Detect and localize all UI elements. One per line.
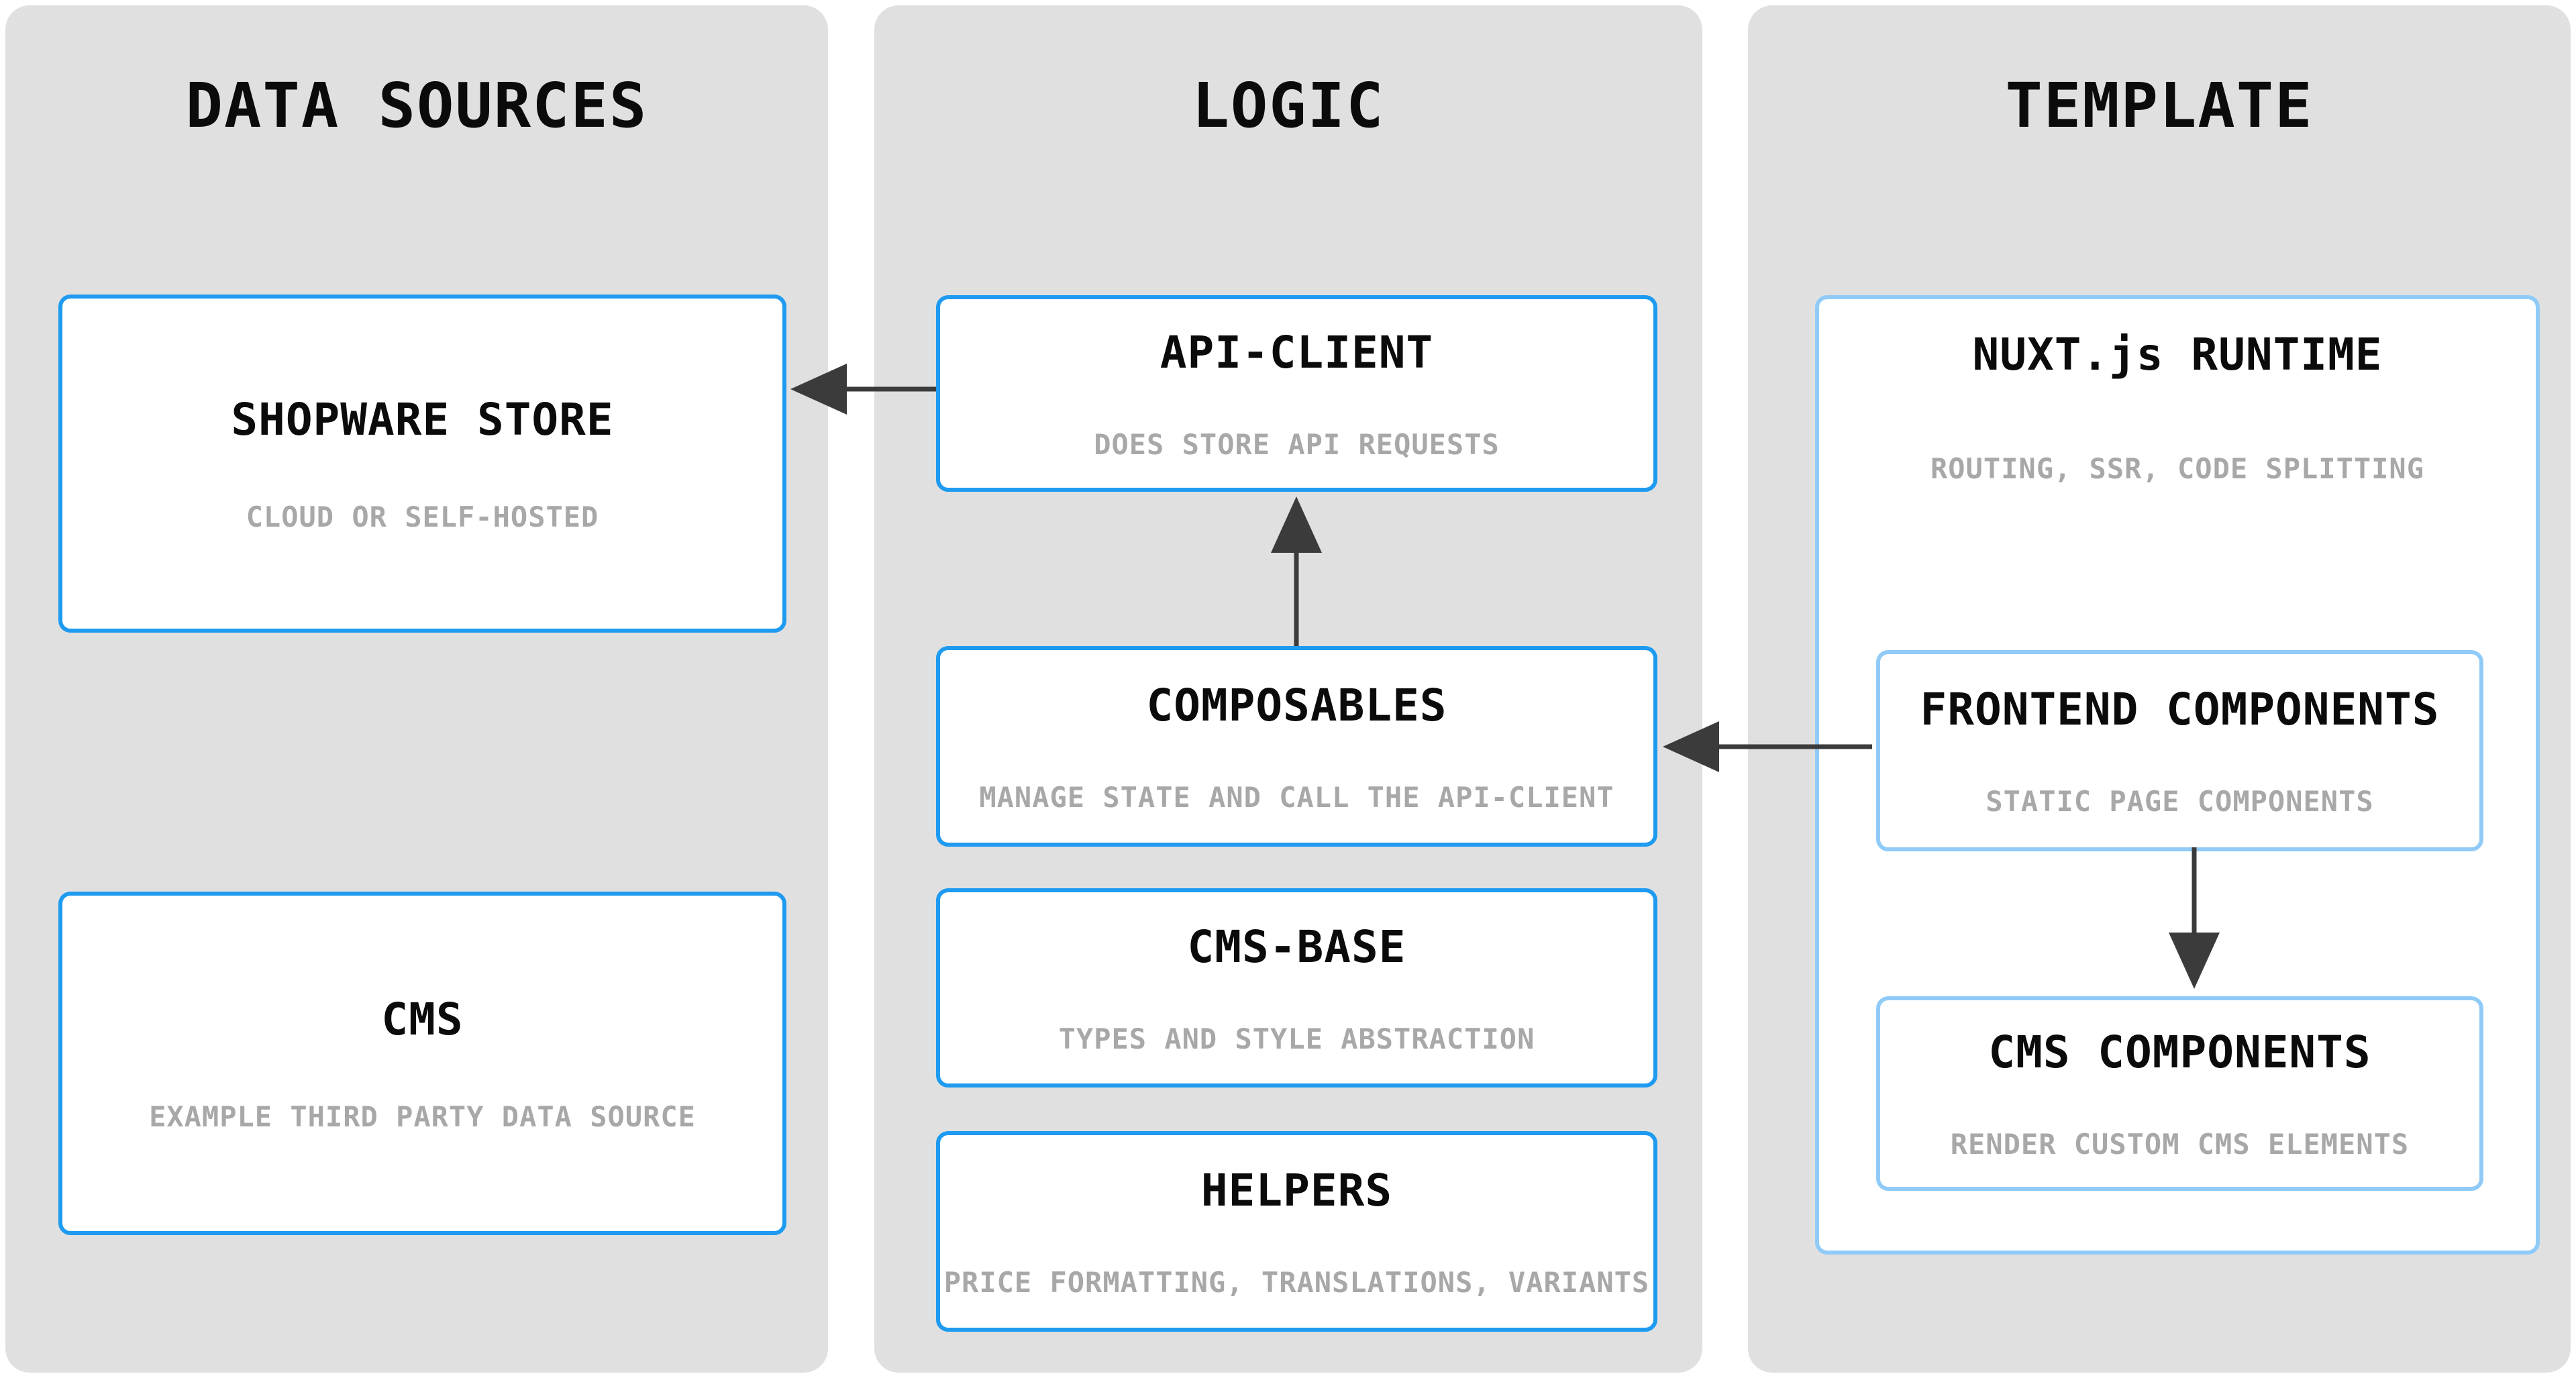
frontend-components-subtitle: STATIC PAGE COMPONENTS	[1986, 785, 2374, 818]
panel-template: TEMPLATE NUXT.js RUNTIME ROUTING, SSR, C…	[1748, 5, 2571, 1373]
box-helpers: HELPERS PRICE FORMATTING, TRANSLATIONS, …	[936, 1131, 1657, 1332]
panel-logic: LOGIC API-CLIENT DOES STORE API REQUESTS…	[874, 5, 1702, 1373]
cms-components-title: CMS COMPONENTS	[1988, 1026, 2371, 1078]
column-header-data-sources: DATA SOURCES	[185, 70, 648, 142]
cms-components-subtitle: RENDER CUSTOM CMS ELEMENTS	[1950, 1128, 2410, 1161]
cms-base-subtitle: TYPES AND STYLE ABSTRACTION	[1058, 1022, 1535, 1055]
frontend-components-title: FRONTEND COMPONENTS	[1920, 684, 2440, 735]
cms-base-title: CMS-BASE	[1187, 920, 1406, 973]
shopware-store-subtitle: CLOUD OR SELF-HOSTED	[246, 500, 599, 533]
box-shopware-store: SHOPWARE STORE CLOUD OR SELF-HOSTED	[58, 295, 786, 633]
box-frontend-components: FRONTEND COMPONENTS STATIC PAGE COMPONEN…	[1876, 650, 2483, 851]
composables-title: COMPOSABLES	[1146, 679, 1447, 731]
helpers-subtitle: PRICE FORMATTING, TRANSLATIONS, VARIANTS	[943, 1265, 1650, 1299]
column-header-template: TEMPLATE	[2005, 70, 2314, 142]
box-cms-components: CMS COMPONENTS RENDER CUSTOM CMS ELEMENT…	[1876, 996, 2483, 1191]
column-header-logic: LOGIC	[1192, 70, 1385, 142]
api-client-subtitle: DOES STORE API REQUESTS	[1094, 427, 1500, 461]
cms-subtitle: EXAMPLE THIRD PARTY DATA SOURCE	[149, 1100, 696, 1133]
box-nuxt-runtime: NUXT.js RUNTIME ROUTING, SSR, CODE SPLIT…	[1815, 295, 2540, 1255]
box-api-client: API-CLIENT DOES STORE API REQUESTS	[936, 295, 1657, 492]
composables-subtitle: MANAGE STATE AND CALL THE API-CLIENT	[979, 780, 1614, 814]
api-client-title: API-CLIENT	[1160, 326, 1434, 378]
box-cms: CMS EXAMPLE THIRD PARTY DATA SOURCE	[58, 892, 786, 1235]
helpers-title: HELPERS	[1200, 1164, 1393, 1216]
cms-title: CMS	[381, 994, 464, 1045]
box-cms-base: CMS-BASE TYPES AND STYLE ABSTRACTION	[936, 888, 1657, 1088]
nuxt-runtime-subtitle: ROUTING, SSR, CODE SPLITTING	[1930, 452, 2424, 485]
nuxt-runtime-title: NUXT.js RUNTIME	[1972, 329, 2383, 380]
shopware-store-title: SHOPWARE STORE	[231, 394, 614, 445]
box-composables: COMPOSABLES MANAGE STATE AND CALL THE AP…	[936, 646, 1657, 847]
panel-data-sources: DATA SOURCES SHOPWARE STORE CLOUD OR SEL…	[5, 5, 828, 1373]
